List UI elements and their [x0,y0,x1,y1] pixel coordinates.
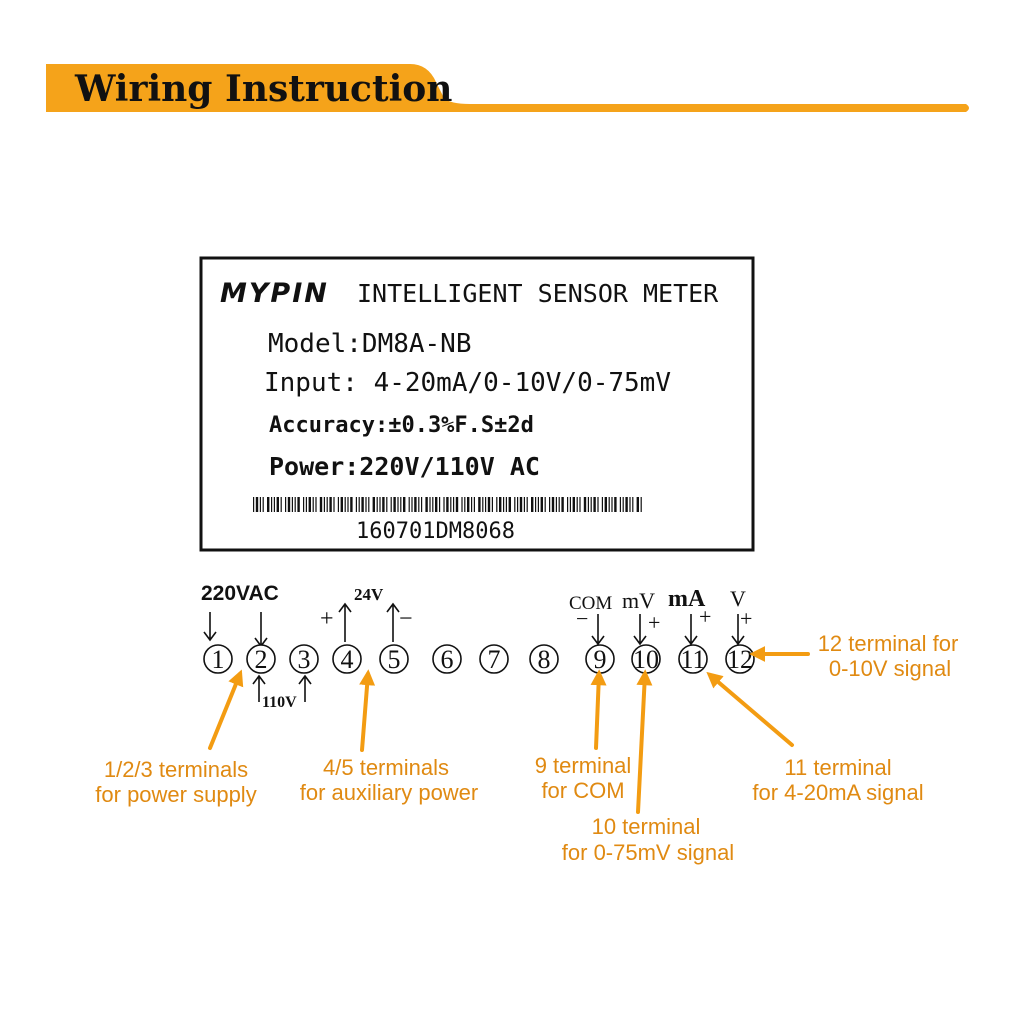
terminal-number: 6 [441,645,454,674]
page-title: Wiring Instruction [74,68,452,110]
terminal-number: 11 [680,645,705,674]
terminal-circle [246,644,276,674]
terminal-7: 7 [479,644,509,674]
terminal-10: 10 [631,644,661,674]
v24-label: 24V [354,585,384,604]
terminal-number: 8 [538,645,551,674]
terminal-markings: 220VAC 110V 24V + − COM mV mA V − + + + [201,582,752,711]
barcode [253,497,642,512]
terminal-circle [332,644,362,674]
ac-label: 220VAC [201,582,279,605]
mv-label: mV [622,588,655,613]
terminal-1: 1 [203,644,233,674]
serial-number: 160701DM8068 [356,519,515,544]
arrow-icon [636,669,653,814]
v-label: V [730,586,746,611]
meter-label: MYPIN INTELLIGENT SENSOR METER Model:DM8… [199,256,755,552]
arrow-icon [208,669,244,750]
callout-labels: 1/2/3 terminals for power supply 4/5 ter… [95,631,958,865]
aux-callout-line1: 4/5 terminals [323,755,449,780]
ma-callout-line1: 11 terminal [784,755,891,780]
terminal-circle [479,644,509,674]
product-name: INTELLIGENT SENSOR METER [357,279,719,308]
terminal-circle [379,644,409,674]
terminal-circle [529,644,559,674]
arrow-down-icon [254,612,268,648]
com-label: COM [569,593,612,614]
accuracy-line: Accuracy:±0.3%F.S±2d [269,413,534,438]
terminal-6: 6 [432,644,462,674]
power-line: Power:220V/110V AC [269,452,540,481]
terminal-8: 8 [529,644,559,674]
terminal-circle [289,644,319,674]
power-callout-line1: 1/2/3 terminals [104,757,248,782]
aux-callout-line2: for auxiliary power [300,780,479,805]
mv-callout-line1: 10 terminal [592,814,701,839]
terminal-circle [432,644,462,674]
input-line: Input: 4-20mA/0-10V/0-75mV [264,368,671,398]
terminal-3: 3 [289,644,319,674]
arrow-down-icon [633,614,647,646]
arrow-icon [706,671,794,747]
mv-callout-line2: for 0-75mV signal [562,840,734,865]
arrow-up-icon [252,674,266,702]
terminal-number: 10 [633,645,659,674]
terminal-number: 12 [727,645,753,674]
ma-callout-line2: for 4-20mA signal [752,780,923,805]
arrow-up-icon [338,602,352,642]
terminal-circle [678,644,708,674]
power-callout-line2: for power supply [95,782,256,807]
ma-label: mA [668,586,706,612]
minus-sign: − [399,606,413,632]
v-callout-line2: 0-10V signal [829,656,951,681]
plus-sign: + [648,610,660,635]
callout-arrows [208,646,810,814]
terminal-2: 2 [246,644,276,674]
terminal-number: 2 [255,645,268,674]
terminal-4: 4 [332,644,362,674]
com-callout-line2: for COM [541,778,624,803]
com-callout-line1: 9 terminal [535,753,632,778]
minus-sign: − [576,606,588,631]
arrow-down-icon [591,614,605,646]
brand-logo: MYPIN [220,278,329,309]
terminal-number: 3 [298,645,311,674]
terminal-number: 1 [212,645,225,674]
arrow-down-icon [684,614,698,646]
plus-sign: + [740,606,752,631]
arrow-icon [590,669,607,750]
v-callout-line1: 12 terminal for [818,631,959,656]
model-line: Model:DM8A-NB [268,329,472,359]
terminal-number: 7 [488,645,501,674]
terminal-12: 12 [725,644,755,674]
plus-sign: + [320,606,334,632]
arrow-down-icon [731,614,745,646]
arrow-icon [359,669,376,752]
terminal-circle [203,644,233,674]
terminal-11: 11 [678,644,708,674]
arrow-down-icon [203,612,217,642]
arrow-up-icon [298,674,312,702]
arrow-up-icon [386,602,400,642]
terminal-number: 5 [388,645,401,674]
header-banner: Wiring Instruction [46,64,969,112]
terminal-5: 5 [379,644,409,674]
header-accent-bar [46,64,969,112]
terminal-number: 9 [594,645,607,674]
plus-sign: + [699,604,711,629]
terminal-number: 4 [341,645,354,674]
terminal-9: 9 [585,644,615,674]
v110-label: 110V [262,694,297,711]
